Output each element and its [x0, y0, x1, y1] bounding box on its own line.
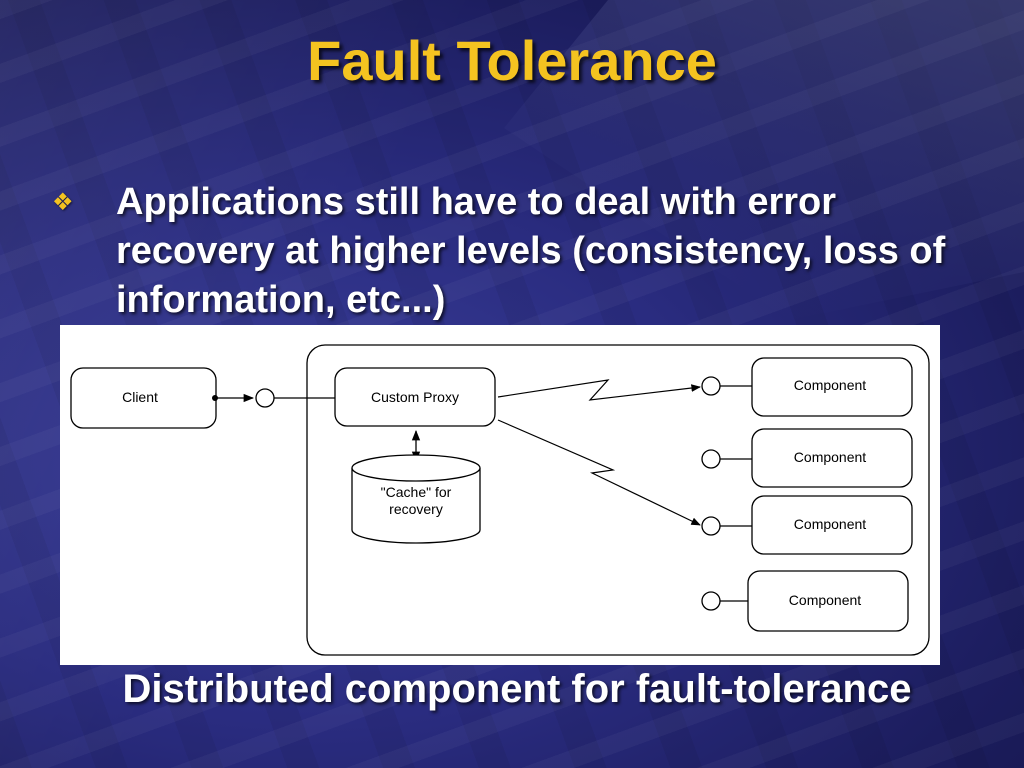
component-interface-lollipop — [701, 449, 721, 469]
component-node: Component — [747, 570, 909, 632]
component-node: Component — [751, 428, 913, 488]
component-interface-lollipop — [701, 376, 721, 396]
component-label: Component — [789, 592, 861, 608]
component-node: Component — [751, 357, 913, 417]
diagram-caption: Distributed component for fault-toleranc… — [122, 667, 912, 711]
network-call-arrow-1 — [497, 379, 701, 401]
component-label: Component — [794, 377, 866, 393]
slide-title: Fault Tolerance — [307, 29, 717, 92]
component-node: Component — [751, 495, 913, 555]
custom-proxy-node: Custom Proxy — [334, 367, 496, 427]
custom-proxy-label: Custom Proxy — [371, 389, 459, 405]
bullet-text: Applications still have to deal with err… — [116, 181, 946, 321]
component-interface-lollipop — [701, 591, 721, 611]
component-interface-lollipop — [701, 516, 721, 536]
four-diamond-bullet-icon: ❖ — [52, 189, 74, 216]
component-label: Component — [794, 516, 866, 532]
client-label: Client — [122, 389, 158, 405]
cache-datastore: "Cache" for recovery — [351, 454, 481, 544]
distributed-component-boundary — [306, 344, 930, 656]
cache-label-line1: "Cache" for — [381, 484, 452, 500]
proxy-interface-lollipop — [255, 388, 275, 408]
cache-label-line2: recovery — [389, 501, 443, 517]
network-call-arrow-2 — [497, 419, 701, 526]
component-label: Component — [794, 449, 866, 465]
architecture-diagram: Client Custom Proxy "Cache" for recovery — [60, 325, 940, 665]
client-node: Client — [70, 367, 217, 429]
